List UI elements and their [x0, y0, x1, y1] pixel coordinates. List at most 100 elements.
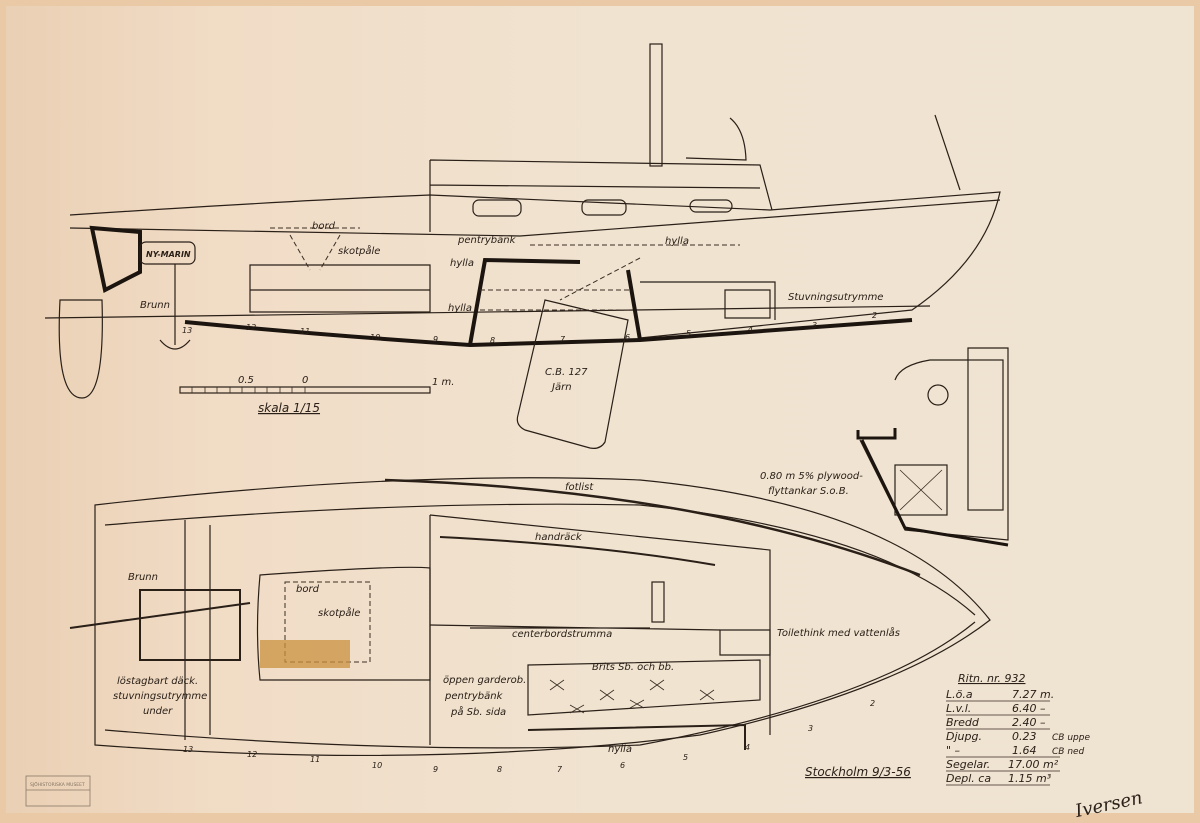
label-stuvningsutrymme: Stuvningsutrymme	[788, 292, 883, 303]
svg-text:CB ned: CB ned	[1052, 747, 1085, 757]
svg-text:CB uppe: CB uppe	[1052, 733, 1090, 743]
svg-text:9: 9	[433, 335, 438, 344]
svg-text:8: 8	[497, 765, 502, 774]
svg-text:13: 13	[183, 745, 193, 754]
section-note: 0.80 m 5% plywood-	[760, 471, 863, 482]
label-garderob: pentrybänk	[444, 691, 504, 702]
cabin-trunk	[429, 159, 773, 232]
label-ny-marin: NY-MARIN	[146, 250, 191, 259]
scale-bar: 0.5 0 1 m. skala 1/15	[179, 375, 454, 415]
label-hylla: hylla	[448, 303, 472, 314]
label-centerboard-material: Järn	[550, 382, 572, 393]
label-centerboard: C.B. 127	[545, 367, 588, 378]
place-date: Stockholm 9/3-56	[805, 765, 911, 779]
svg-text:Depl. ca: Depl. ca	[946, 772, 991, 785]
svg-text:11: 11	[300, 327, 310, 336]
label-bord: bord	[296, 584, 320, 595]
profile-view: bord pentrybänk hylla hylla hylla skotpå…	[44, 43, 1001, 449]
label-toilet: Toilethink med vattenlås	[777, 626, 900, 639]
label-fotlist: fotlist	[565, 482, 594, 493]
plan-view: fotlist handräck Brunn bord skotpåle cen…	[69, 477, 991, 774]
outboard-motor	[139, 241, 196, 265]
label-bord: bord	[312, 221, 336, 232]
label-garderob: öppen garderob.	[443, 675, 526, 686]
svg-text:L.ö.a: L.ö.a	[946, 688, 973, 701]
svg-text:Bredd: Bredd	[946, 716, 980, 729]
label-deck: under	[143, 706, 173, 717]
hatch	[685, 117, 747, 161]
label-brunn: Brunn	[128, 572, 158, 583]
mast	[649, 43, 663, 167]
svg-text:7.27 m.: 7.27 m.	[1012, 688, 1054, 701]
label-pentrybank: pentrybänk	[457, 235, 517, 246]
svg-text:1.15 m³: 1.15 m³	[1008, 772, 1052, 785]
scale-label: skala 1/15	[258, 401, 320, 415]
svg-text:L.v.l.: L.v.l.	[946, 702, 971, 715]
svg-text:4: 4	[748, 325, 753, 334]
svg-text:2.40 –: 2.40 –	[1012, 716, 1046, 729]
svg-text:2: 2	[872, 311, 877, 320]
bunk-cushion-marks	[549, 679, 715, 714]
svg-text:6: 6	[620, 761, 625, 770]
hull-sheer	[69, 191, 1001, 339]
svg-text:SJÖHISTORISKA MUSEET: SJÖHISTORISKA MUSEET	[30, 781, 85, 788]
svg-text:17.00 m²: 17.00 m²	[1008, 758, 1059, 771]
porthole	[689, 199, 733, 213]
hull-outline-plan	[94, 477, 991, 756]
svg-text:Segelar.: Segelar.	[946, 758, 990, 771]
svg-text:7: 7	[557, 765, 563, 774]
svg-text:5: 5	[686, 329, 691, 338]
tape-stain	[260, 640, 350, 668]
svg-text:Djupg.: Djupg.	[946, 730, 982, 743]
plan-frame-numbers: 13 12 11 10 9 8 7 6 5 4 3 2	[183, 699, 875, 774]
porthole-icon	[927, 384, 949, 406]
porthole	[472, 199, 522, 217]
label-skotpale: skotpåle	[318, 606, 360, 619]
label-hylla: hylla	[450, 258, 474, 269]
centerboard	[516, 299, 629, 449]
label-deck: löstagbart däck.	[117, 676, 198, 687]
svg-text:8: 8	[490, 336, 495, 345]
museum-stamp: SJÖHISTORISKA MUSEET	[25, 775, 91, 807]
svg-text:1 m.: 1 m.	[432, 377, 454, 388]
svg-text:0.5: 0.5	[238, 375, 254, 386]
svg-text:10: 10	[372, 761, 382, 770]
svg-text:6.40 –: 6.40 –	[1012, 702, 1046, 715]
svg-text:0.23: 0.23	[1012, 730, 1037, 743]
svg-text:" –: " –	[946, 744, 961, 757]
svg-text:0: 0	[302, 375, 308, 386]
rudder	[58, 299, 103, 399]
svg-text:5: 5	[683, 753, 688, 762]
paper-sheet	[6, 6, 1194, 813]
label-handrack: handräck	[535, 532, 583, 543]
svg-text:6: 6	[625, 333, 630, 342]
svg-text:7: 7	[560, 335, 566, 344]
svg-text:3: 3	[812, 321, 817, 330]
label-hylla: hylla	[665, 236, 689, 247]
svg-text:12: 12	[247, 750, 257, 759]
svg-text:3: 3	[808, 724, 813, 733]
svg-text:13: 13	[182, 326, 192, 335]
label-brunn: Brunn	[140, 300, 170, 311]
section-note: flyttankar S.o.B.	[768, 486, 849, 497]
porthole	[581, 199, 627, 216]
drawing-number: Ritn. nr. 932	[958, 672, 1025, 685]
section-view: 0.80 m 5% plywood- flyttankar S.o.B.	[760, 347, 1009, 547]
svg-text:2: 2	[870, 699, 875, 708]
svg-text:11: 11	[310, 755, 320, 764]
svg-text:9: 9	[433, 765, 438, 774]
svg-text:4: 4	[745, 743, 750, 752]
profile-frame-numbers: 13 12 11 10 9 8 7 6 5 4 3 2	[182, 311, 877, 345]
label-deck: stuvningsutrymme	[113, 691, 207, 702]
svg-text:10: 10	[370, 333, 380, 342]
label-brits: Brits Sb. och bb.	[592, 662, 674, 673]
label-skotpale: skotpåle	[338, 244, 380, 257]
svg-text:1.64: 1.64	[1012, 744, 1037, 757]
label-centerbordstrumma: centerbordstrumma	[512, 629, 612, 640]
hull-bottom	[184, 318, 913, 348]
svg-text:12: 12	[246, 323, 256, 332]
label-hylla: hylla	[608, 744, 632, 755]
